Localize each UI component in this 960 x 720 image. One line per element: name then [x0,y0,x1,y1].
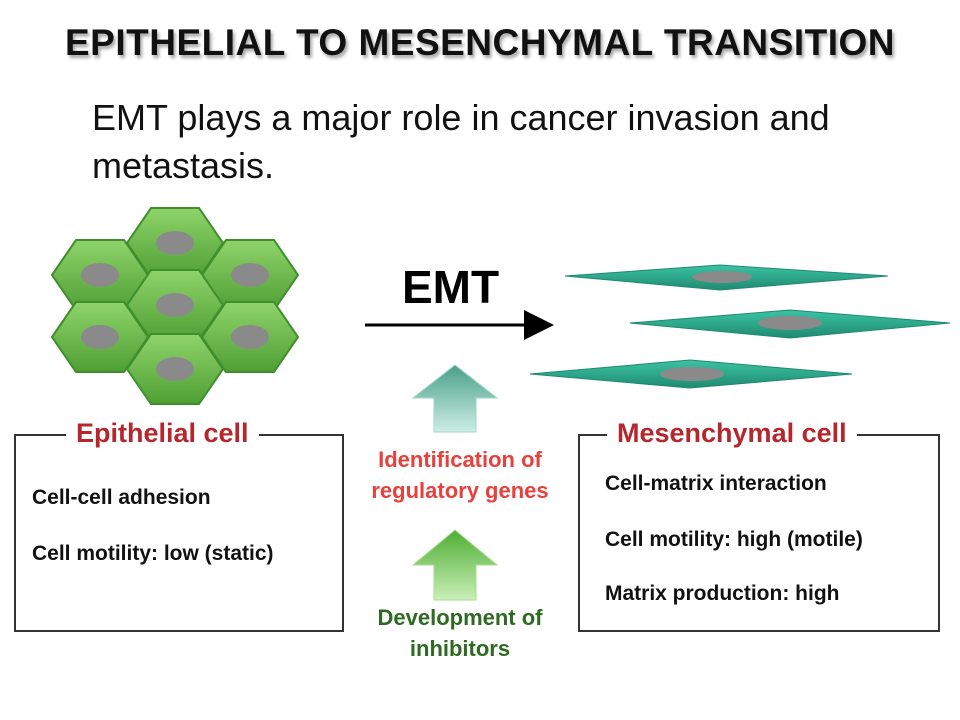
epithelial-cell [200,301,300,373]
mesenchymal-properties-box [578,434,940,632]
mesenchymal-property: Cell-matrix interaction [605,472,827,495]
regulatory-up-arrow [411,364,499,433]
epithelial-cell-cluster [50,207,300,405]
regulatory-genes-label: Identification of regulatory genes [350,444,570,506]
mesenchymal-property: Matrix production: high [605,582,840,605]
mesenchymal-property: Cell motility: high (motile) [605,528,863,551]
inhibitors-line2: inhibitors [409,636,511,661]
mesenchymal-cell [529,359,853,389]
mesenchymal-cell [564,264,889,291]
epithelial-properties-box [14,434,344,632]
regulatory-genes-line2: regulatory genes [371,478,549,503]
epithelial-property: Cell motility: low (static) [32,542,274,565]
inhibitors-line1: Development of [377,605,543,630]
emt-label: EMT [402,261,500,313]
mesenchymal-cell [629,309,951,339]
epithelial-cell [50,239,150,311]
mesenchymal-box-title: Mesenchymal cell [607,418,857,449]
epithelial-property: Cell-cell adhesion [32,486,211,509]
epithelial-box-title: Epithelial cell [66,418,259,449]
page-title: EPITHELIAL TO MESENCHYMAL TRANSITION [65,22,895,63]
epithelial-cell [125,333,225,405]
regulatory-genes-line1: Identification of [378,447,542,472]
inhibitors-label: Development of inhibitors [345,602,575,664]
inhibitor-up-arrow [411,529,499,601]
epithelial-cell [50,301,150,373]
mesenchymal-cell-cluster [529,264,951,389]
subtitle: EMT plays a major role in cancer invasio… [92,97,830,186]
